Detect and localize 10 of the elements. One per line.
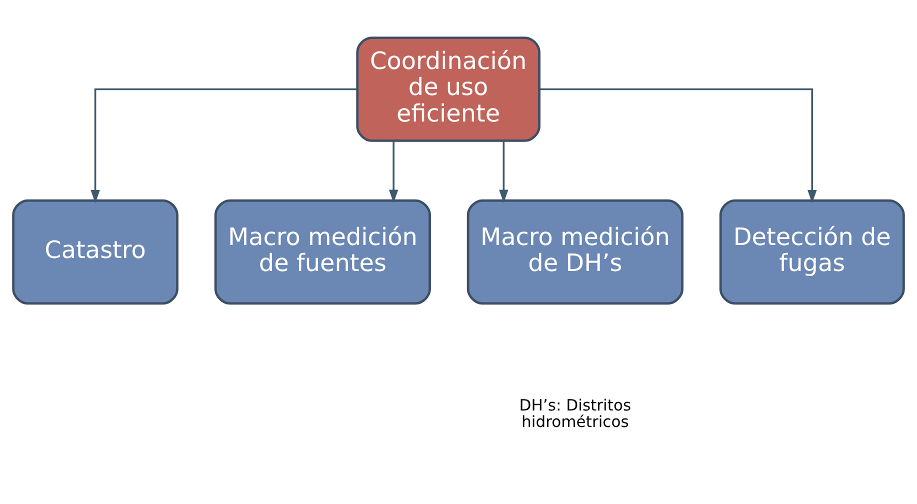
node-box: Detección de fugas — [719, 199, 905, 305]
node-box: Coordinación de uso eficiente — [356, 36, 540, 142]
arrow — [388, 140, 398, 203]
label: DH’s: Distritos hidrométricos — [519, 396, 632, 432]
arrow — [499, 140, 508, 203]
arrow — [540, 88, 817, 204]
arrow — [90, 88, 357, 204]
node-box: Macro medición de DH’s — [466, 199, 684, 305]
node-box: Macro medición de fuentes — [214, 199, 431, 305]
node-box: Catastro — [12, 199, 178, 305]
